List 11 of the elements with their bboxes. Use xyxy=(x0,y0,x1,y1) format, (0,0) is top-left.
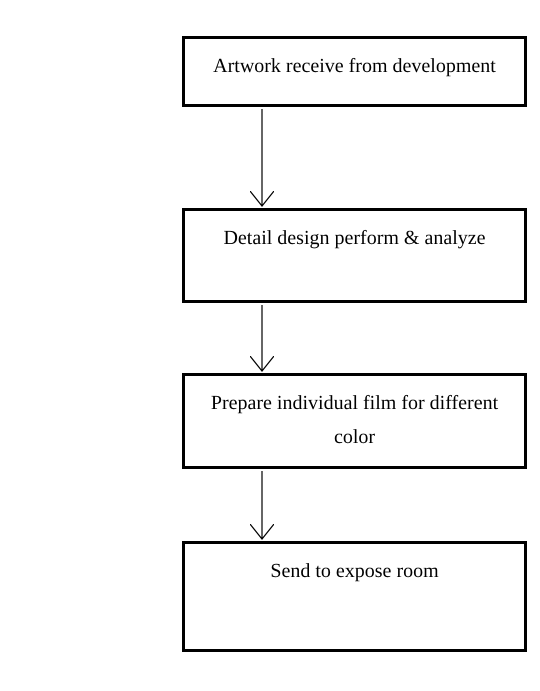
arrow xyxy=(249,305,275,372)
process-box xyxy=(182,208,527,303)
step-text: Send to expose room xyxy=(270,559,439,584)
step-text: Artwork receive from development xyxy=(213,54,496,79)
process-box xyxy=(182,541,527,652)
arrow xyxy=(249,471,275,540)
arrow xyxy=(249,109,275,207)
step-text: Prepare individual film for different color xyxy=(210,391,500,450)
step-text: Detail design perform & analyze xyxy=(223,226,486,251)
process-box xyxy=(182,36,527,107)
process-box xyxy=(182,373,527,469)
